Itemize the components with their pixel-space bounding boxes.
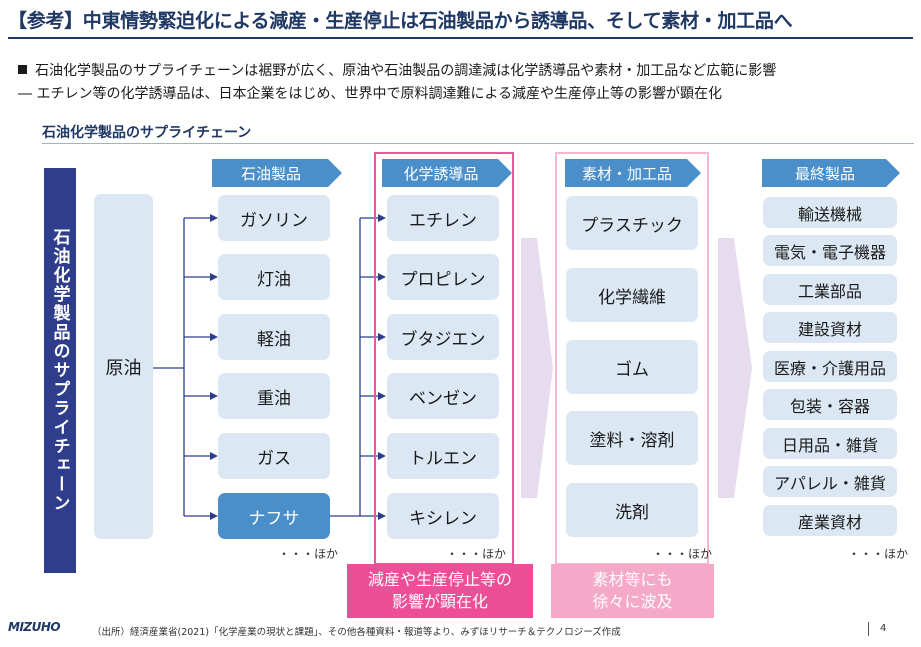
- item-electrical-equipment: 電気・電子機器: [763, 235, 897, 266]
- item-ethylene: エチレン: [387, 195, 499, 241]
- bullet-1: 石油化学製品のサプライチェーンは裾野が広く、原油や石油製品の調達減は化学誘導品や…: [18, 60, 776, 80]
- side-label-bar: 石油化学製品のサプライチェーン: [44, 168, 76, 573]
- section-divider: [42, 143, 914, 144]
- item-detergent: 洗剤: [566, 483, 698, 537]
- page-title: 【参考】中東情勢緊迫化による減産・生産停止は石油製品から誘導品、そして素材・加工…: [8, 10, 793, 32]
- item-transport-machinery: 輸送機械: [763, 197, 897, 228]
- item-butadiene: ブタジエン: [387, 314, 499, 360]
- etc-label-3: ・・・ほか: [652, 547, 713, 561]
- item-daily-goods: 日用品・雑貨: [763, 428, 897, 459]
- square-bullet-icon: [18, 65, 27, 74]
- item-gasoline: ガソリン: [218, 195, 330, 241]
- flow-arrow-1: [521, 238, 553, 498]
- etc-label-4: ・・・ほか: [848, 547, 909, 561]
- item-heavy-oil: 重油: [218, 373, 330, 419]
- header-final-products: 最終製品: [762, 159, 900, 187]
- branch-arrows-1: [184, 214, 218, 520]
- item-rubber: ゴム: [566, 340, 698, 394]
- item-gas: ガス: [218, 433, 330, 479]
- flow-arrow-2: [718, 238, 752, 498]
- page-number: 4: [880, 623, 887, 634]
- item-propylene: プロピレン: [387, 254, 499, 300]
- item-industrial-materials: 産業資材: [763, 505, 897, 536]
- side-label-text: 石油化学製品のサプライチェーン: [49, 228, 70, 513]
- impact-note-1: 減産や生産停止等の 影響が顕在化: [347, 564, 533, 618]
- etc-label-1: ・・・ほか: [278, 547, 339, 561]
- impact-note-1-line-1: 減産や生産停止等の: [367, 570, 512, 590]
- branch-arrows-2: [360, 214, 386, 520]
- bullet-1-text: 石油化学製品のサプライチェーンは裾野が広く、原油や石油製品の調達減は化学誘導品や…: [35, 63, 777, 79]
- item-medical-care: 医療・介護用品: [763, 351, 897, 382]
- section-title: 石油化学製品のサプライチェーン: [42, 125, 252, 141]
- item-xylene: キシレン: [387, 493, 499, 539]
- impact-note-1-line-2: 影響が顕在化: [391, 592, 488, 611]
- item-packaging: 包装・容器: [763, 389, 897, 420]
- item-plastic: プラスチック: [566, 196, 698, 250]
- title-divider: [8, 37, 913, 39]
- item-naphtha: ナフサ: [218, 493, 330, 539]
- header-materials: 素材・加工品: [565, 159, 701, 187]
- impact-note-2-line-1: 素材等にも: [592, 570, 673, 590]
- header-chemical-derivatives: 化学誘導品: [382, 159, 512, 187]
- impact-note-2-line-2: 徐々に波及: [592, 592, 673, 611]
- item-industrial-parts: 工業部品: [763, 274, 897, 305]
- bullet-2: ― エチレン等の化学誘導品は、日本企業をはじめ、世界中で原料調達難による減産や生…: [18, 86, 723, 102]
- item-kerosene: 灯油: [218, 254, 330, 300]
- impact-note-2: 素材等にも 徐々に波及: [551, 564, 714, 618]
- item-paint-solvent: 塗料・溶剤: [566, 411, 698, 465]
- crude-oil-box: 原油: [94, 194, 153, 539]
- source-note: （出所）経済産業省(2021)「化学産業の現状と課題」、その他各種資料・報道等よ…: [92, 627, 621, 638]
- item-apparel: アパレル・雑貨: [763, 466, 897, 497]
- etc-label-2: ・・・ほか: [446, 547, 507, 561]
- page-number-separator: [868, 622, 869, 636]
- item-toluene: トルエン: [387, 433, 499, 479]
- item-benzene: ベンゼン: [387, 373, 499, 419]
- item-construction-materials: 建設資材: [763, 312, 897, 343]
- header-petroleum-products: 石油製品: [212, 159, 342, 187]
- item-chemical-fiber: 化学繊維: [566, 268, 698, 322]
- item-light-oil: 軽油: [218, 314, 330, 360]
- mizuho-logo: MIZUHO: [8, 620, 61, 634]
